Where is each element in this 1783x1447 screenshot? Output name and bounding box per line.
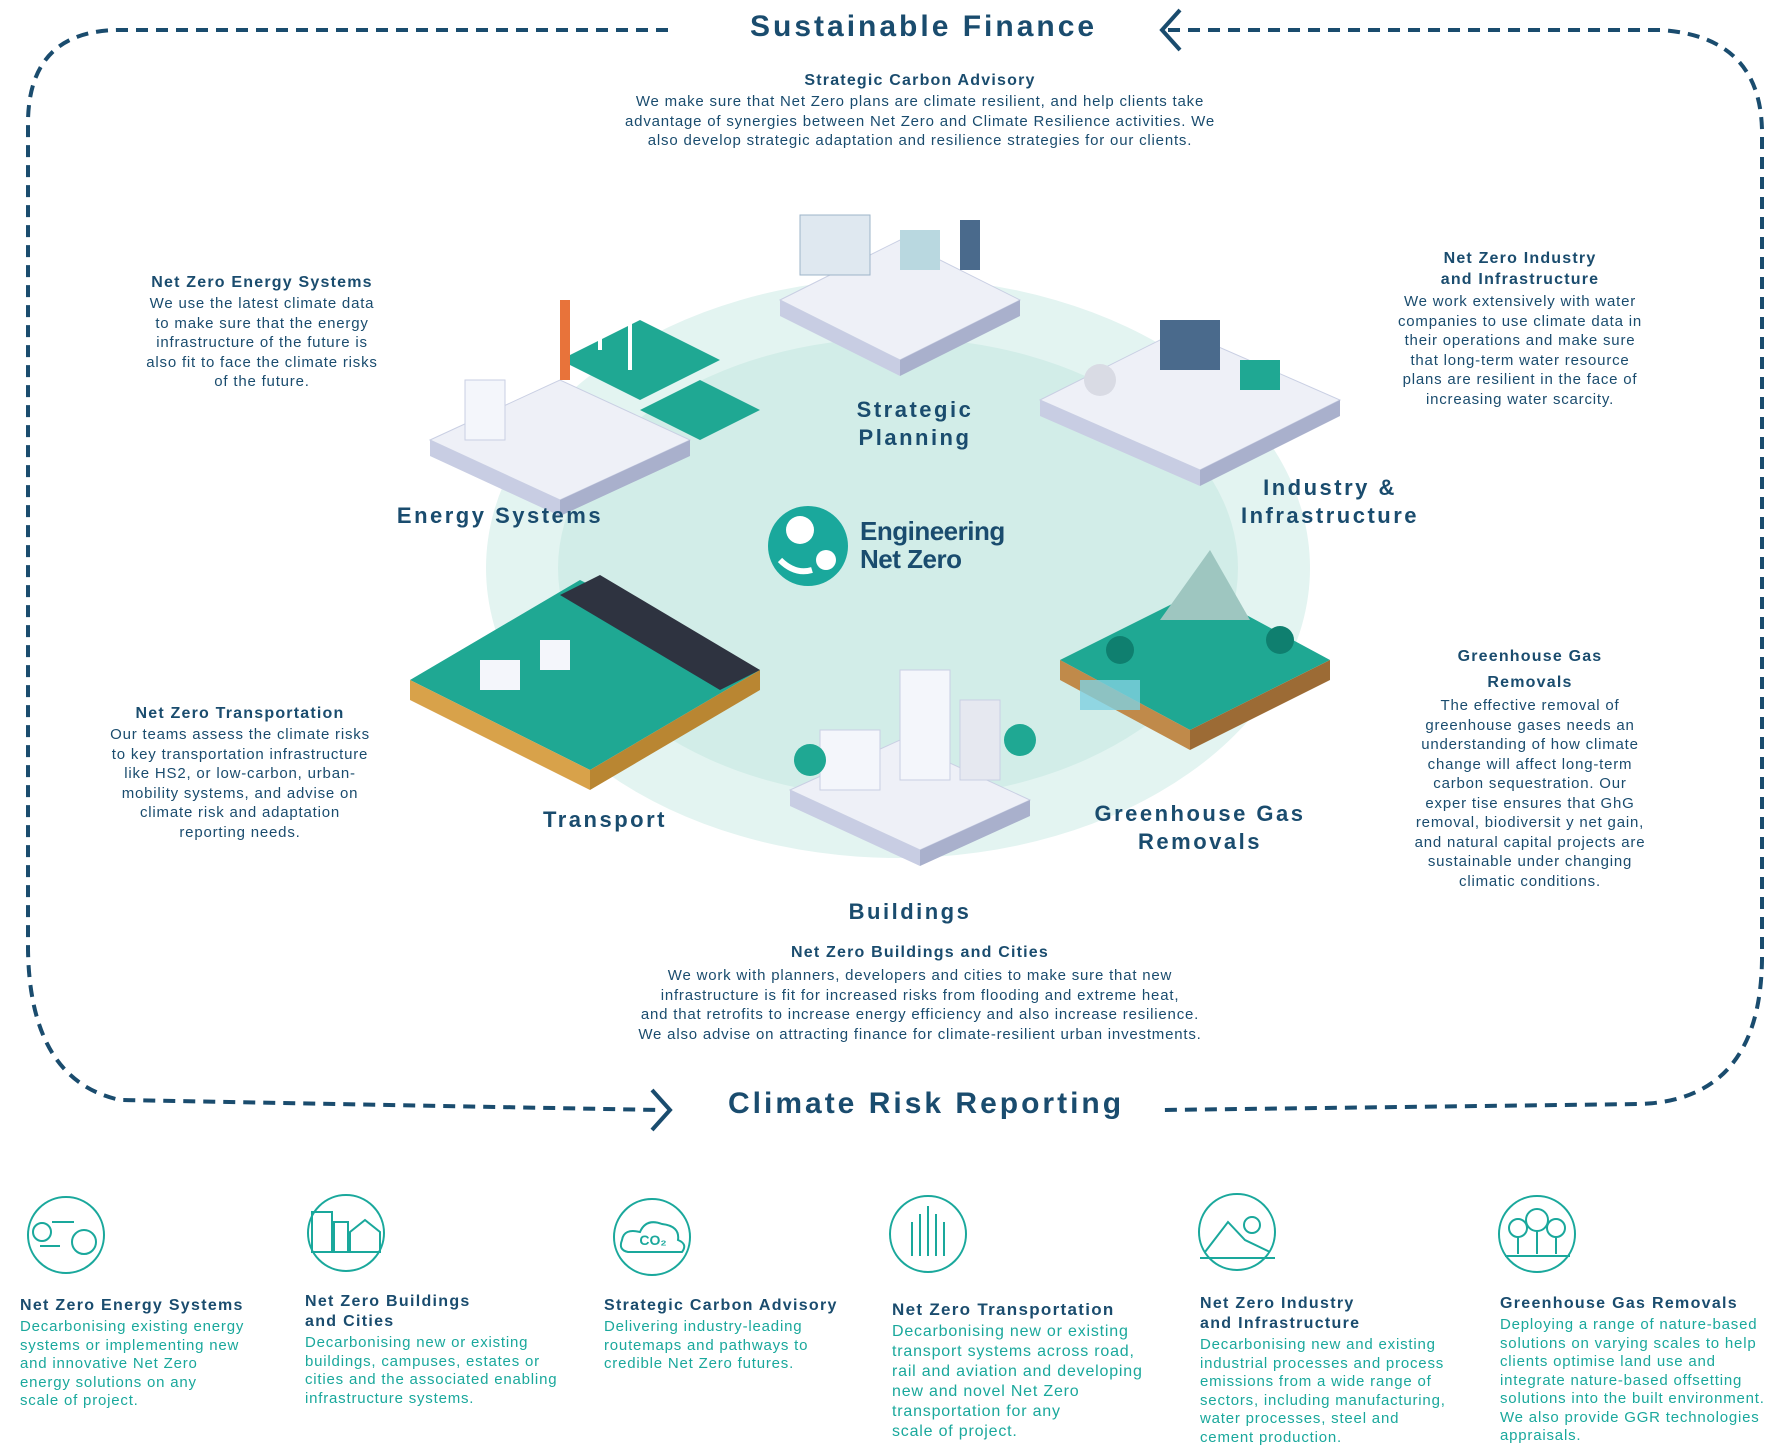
footer-col-transport: Net Zero Transportation Decarbonising ne… (892, 1300, 1192, 1442)
buildings-section-body: We work with planners, developers and ci… (638, 967, 1202, 1043)
footer-energy-title: Net Zero Energy Systems (20, 1297, 244, 1314)
footer-col-energy: Net Zero Energy Systems Decarbonising ex… (20, 1296, 290, 1411)
energy-section-body: We use the latest climate data to make s… (146, 295, 378, 390)
energy-section: Net Zero Energy Systems We use the lates… (112, 274, 412, 392)
node-energy-systems: Energy Systems (396, 503, 604, 528)
industry-section-title: Net Zero Industry and Infrastructure (1440, 250, 1600, 288)
ggr-section: Greenhouse Gas Removals The effective re… (1380, 644, 1680, 891)
node-industry: Industry & Infrastructure (1240, 475, 1420, 528)
footer-buildings-title: Net Zero Buildings and Cities (305, 1293, 471, 1330)
industry-section-body: We work extensively with water companies… (1397, 293, 1643, 408)
climate-risk-reporting-title: Climate Risk Reporting (728, 1087, 1125, 1120)
co2-cloud-icon (613, 1198, 691, 1276)
co2-icon-label: CO₂ (639, 1232, 666, 1248)
footer-transport-body: Decarbonising new or existing transport … (892, 1323, 1143, 1440)
node-transport: Transport (543, 807, 667, 832)
tile-ggr (1060, 550, 1330, 750)
transport-lines-icon (889, 1195, 967, 1273)
ggr-section-body: The effective removal of greenhouse gase… (1414, 697, 1646, 890)
transport-section-title: Net Zero Transportation (135, 705, 345, 722)
ggr-section-title: Greenhouse Gas Removals (1457, 648, 1603, 691)
footer-carbon-body: Delivering industry-leading routemaps an… (604, 1318, 809, 1372)
frame-right-dash (1159, 28, 1764, 1112)
footer-industry-title: Net Zero Industry and Infrastructure (1200, 1295, 1361, 1332)
footer-energy-body: Decarbonising existing energy systems or… (20, 1318, 245, 1409)
buildings-section-title: Net Zero Buildings and Cities (791, 944, 1049, 961)
footer-col-buildings: Net Zero Buildings and Cities Decarbonis… (305, 1292, 595, 1408)
buildings-icon (307, 1194, 385, 1272)
energy-gear-icon (27, 1196, 105, 1274)
arrow-right-head (650, 1088, 673, 1132)
frame-top-left-dash (26, 28, 668, 1112)
engineering-net-zero-logo-text: Engineering Net Zero (860, 516, 1005, 574)
footer-ggr-title: Greenhouse Gas Removals (1500, 1295, 1738, 1312)
transport-section: Net Zero Transportation Our teams assess… (80, 705, 400, 842)
co2-icon-text: CO₂ (639, 1232, 666, 1248)
node-buildings: Buildings (848, 899, 972, 924)
industry-landscape-icon (1198, 1193, 1276, 1271)
trees-icon (1498, 1195, 1576, 1273)
energy-section-title: Net Zero Energy Systems (151, 274, 373, 291)
carbon-advisory-body: We make sure that Net Zero plans are cli… (625, 93, 1215, 149)
sustainable-finance-title: Sustainable Finance (750, 10, 1098, 43)
tile-transport (410, 575, 760, 790)
tile-industry (1038, 320, 1342, 486)
footer-carbon-title: Strategic Carbon Advisory (604, 1297, 838, 1314)
node-ggr: Greenhouse Gas Removals (1094, 801, 1306, 854)
footer-ggr-body: Deploying a range of nature-based soluti… (1500, 1316, 1765, 1444)
industry-section: Net Zero Industry and Infrastructure We … (1370, 248, 1670, 409)
footer-col-carbon: Strategic Carbon Advisory Delivering ind… (604, 1296, 874, 1374)
tile-energy-systems (428, 250, 760, 516)
tile-strategic-planning (778, 214, 1022, 376)
footer-col-ggr: Greenhouse Gas Removals Deploying a rang… (1500, 1294, 1783, 1446)
arrow-left-head (1159, 8, 1182, 52)
footer-transport-title: Net Zero Transportation (892, 1300, 1115, 1319)
tile-buildings (788, 669, 1036, 866)
transport-section-body: Our teams assess the climate risks to ke… (110, 726, 370, 841)
carbon-advisory-title: Strategic Carbon Advisory (804, 72, 1036, 89)
buildings-section: Net Zero Buildings and Cities We work wi… (520, 944, 1320, 1044)
footer-buildings-body: Decarbonising new or existing buildings,… (305, 1334, 558, 1407)
node-strategic-planning: Strategic Planning (856, 397, 974, 450)
engineering-net-zero-logo-mark (768, 506, 848, 586)
footer-col-industry: Net Zero Industry and Infrastructure Dec… (1200, 1294, 1500, 1447)
footer-industry-body: Decarbonising new and existing industria… (1200, 1336, 1446, 1446)
carbon-advisory-section: Strategic Carbon Advisory We make sure t… (520, 72, 1320, 151)
